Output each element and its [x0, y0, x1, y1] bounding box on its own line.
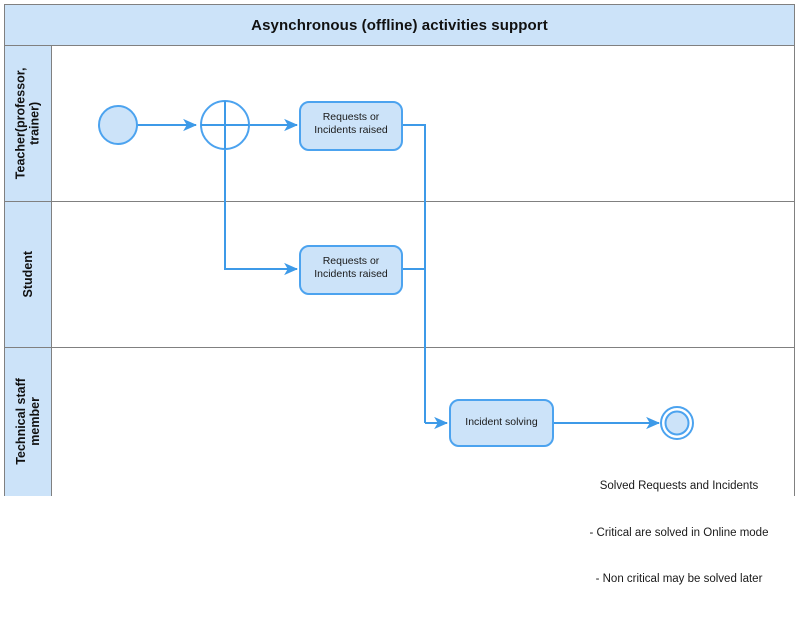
end-event-outer[interactable]: [660, 406, 694, 440]
task-incident-solving[interactable]: [449, 399, 554, 447]
lane-header-student: Student: [5, 201, 52, 347]
lane-body-student: [52, 201, 794, 347]
annotation-line-3: - Non critical may be solved later: [595, 573, 763, 586]
lane-header-teacher: Teacher(professor, trainer): [5, 46, 52, 201]
start-event[interactable]: [98, 105, 138, 145]
lane-header-technical: Technical staff member: [5, 347, 52, 496]
lane-label-technical: Technical staff member: [13, 378, 43, 465]
pool-title: Asynchronous (offline) activities suppor…: [5, 5, 794, 46]
lane-divider-1: [5, 201, 794, 202]
bpmn-diagram: Asynchronous (offline) activities suppor…: [4, 4, 795, 585]
lane-divider-2: [5, 347, 794, 348]
task-student-requests[interactable]: [299, 245, 403, 295]
annotation-solved-requests: Solved Requests and Incidents - Critical…: [565, 448, 793, 619]
pool: Asynchronous (offline) activities suppor…: [4, 4, 795, 496]
lane-label-teacher: Teacher(professor, trainer): [13, 67, 42, 180]
lane-label-student: Student: [20, 250, 35, 298]
lane-body-teacher: [52, 46, 794, 201]
parallel-gateway[interactable]: [200, 100, 250, 150]
annotation-line-2: - Critical are solved in Online mode: [589, 526, 769, 539]
annotation-line-1: Solved Requests and Incidents: [599, 480, 759, 493]
task-teacher-requests[interactable]: [299, 101, 403, 151]
